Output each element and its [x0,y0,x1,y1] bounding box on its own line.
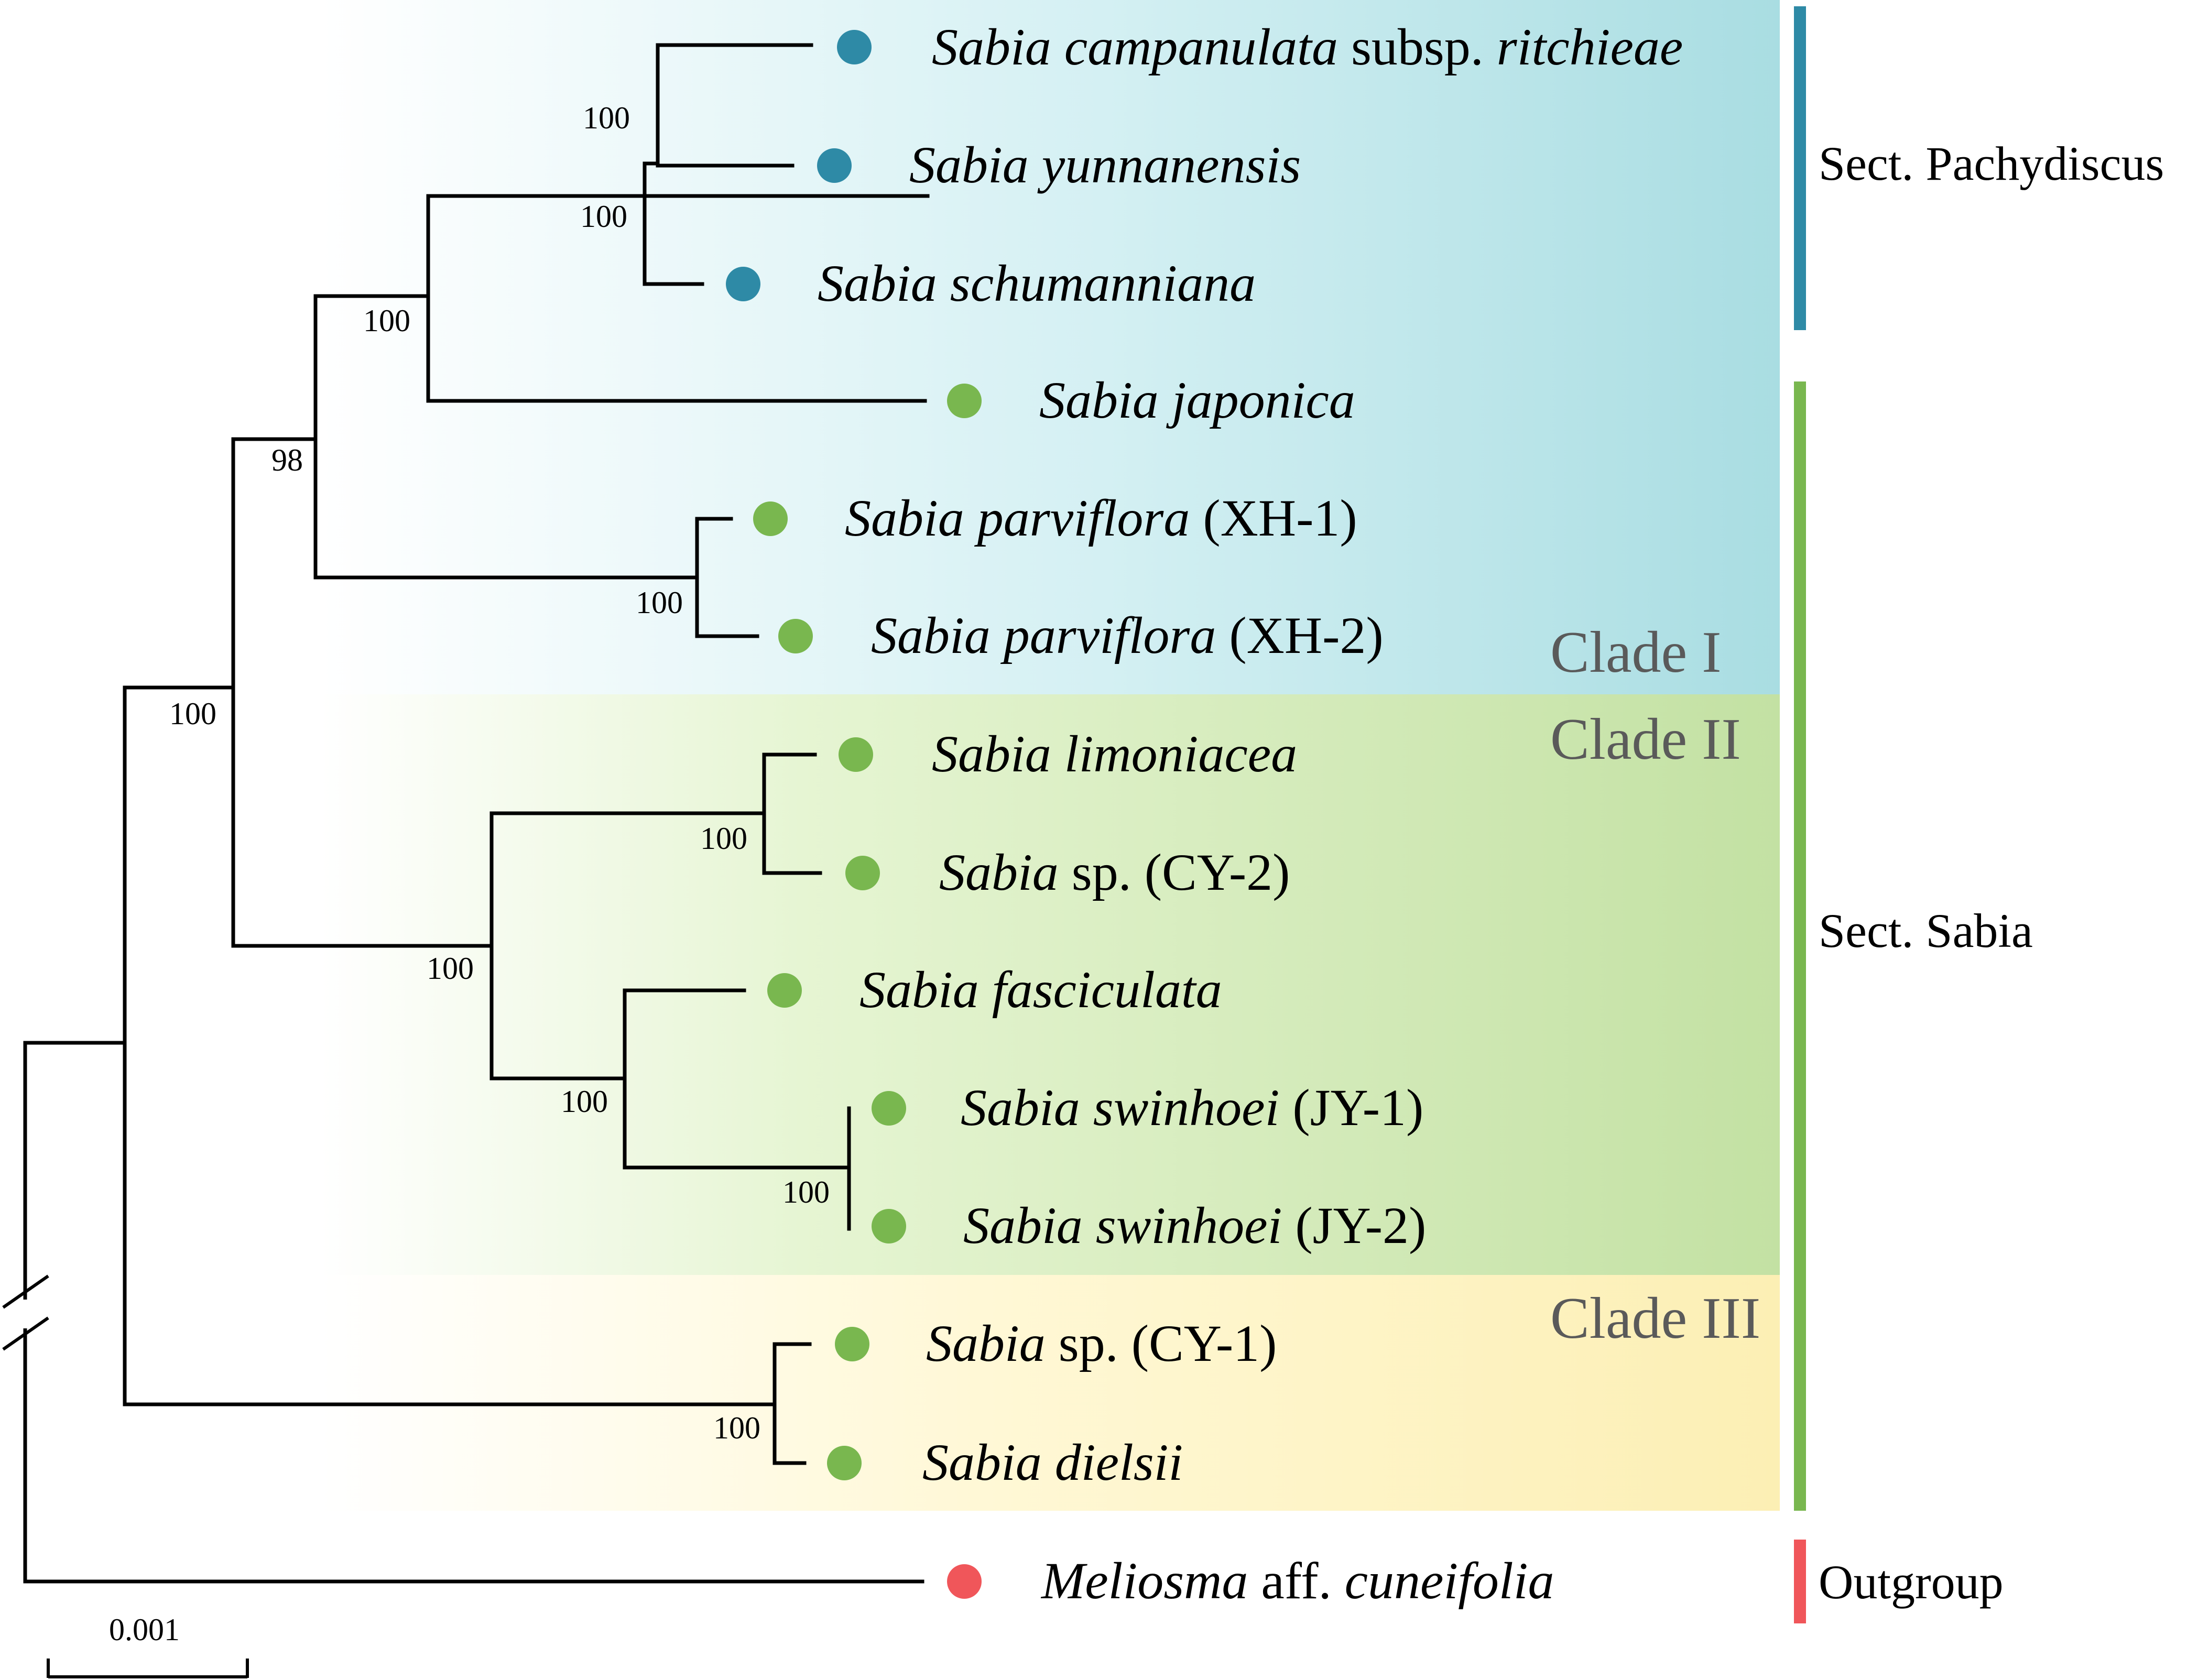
label-part: Sabia campanulata [932,18,1338,76]
support-values: 100 100 100 98 100 100 100 100 100 100 1… [169,101,830,1445]
label-part: (JY-2) [1282,1196,1426,1254]
scale-bar-label: 0.001 [109,1612,180,1647]
taxon-label: Sabia dielsii [922,1433,1183,1491]
section-bar-sabia [1794,381,1806,1511]
label-part: Sabia [1925,904,2032,957]
label-part: Sect. [1819,904,1925,957]
label-part: Sabia [926,1314,1046,1372]
taxon-marker [726,267,760,301]
taxon-label: Sabia japonica [1039,371,1355,429]
label-part: (JY-1) [1279,1078,1423,1137]
taxon-marker [839,737,873,772]
support-value: 100 [561,1084,608,1119]
label-part: Sabia yunnanensis [909,136,1301,194]
taxon-marker [947,1564,982,1599]
taxon-marker [827,1446,862,1480]
label-part: Pachydiscus [1925,137,2164,190]
taxon-marker [778,619,813,653]
taxon-label: Sabia parviflora (XH-2) [871,606,1384,664]
taxon-marker [817,148,852,183]
clade-ii-background [0,694,1780,1275]
section-bar-outgroup [1794,1540,1806,1623]
label-part: cuneifolia [1345,1552,1554,1610]
label-part: sp. (CY-1) [1046,1314,1277,1372]
label-part: sp. (CY-2) [1059,843,1290,901]
axis-break-icon [2,1274,49,1351]
label-part: subsp. [1338,18,1497,76]
label-part: Meliosma [1040,1552,1248,1610]
clade-iii-background [0,1275,1780,1511]
taxon-label: Sabia sp. (CY-2) [939,843,1290,901]
taxon-marker [845,856,880,890]
label-part: aff. [1248,1552,1344,1610]
support-value: 100 [782,1175,830,1209]
label-part: ritchieae [1497,18,1683,76]
label-part: Sabia dielsii [922,1433,1183,1491]
taxon-label: Sabia swinhoei (JY-2) [963,1196,1426,1254]
taxon-label: Sabia sp. (CY-1) [926,1314,1277,1372]
support-value: 100 [700,821,747,856]
clade-label: Clade I [1550,620,1722,685]
label-part: Sabia japonica [1039,371,1355,429]
support-value: 100 [580,199,627,234]
taxon-label: Meliosma aff. cuneifolia [1040,1552,1554,1610]
taxon-label: Sabia swinhoei (JY-1) [961,1078,1423,1137]
section-bar-pachydiscus [1794,6,1806,330]
section-label: Sect. Sabia [1819,904,2033,957]
clade-labels: Clade I Clade II Clade III [1550,620,1760,1351]
label-part: Sect. [1819,137,1925,190]
label-part: Sabia [939,843,1059,901]
support-value: 98 [271,443,303,477]
label-part: (XH-1) [1190,489,1357,547]
support-value: 100 [427,951,474,986]
taxon-marker [837,30,872,64]
tree-branches [23,43,930,1584]
support-value: 100 [363,303,410,338]
label-part: Sabia schumanniana [818,254,1256,312]
taxon-markers [726,30,982,1599]
section-bars [1794,6,1806,1623]
label-part: Sabia fasciculata [859,961,1222,1019]
taxon-label: Sabia yunnanensis [909,136,1301,194]
support-value: 100 [636,585,683,620]
label-part: Sabia parviflora [845,489,1190,547]
taxon-label: Sabia campanulata subsp. ritchieae [932,18,1683,76]
label-part: Outgroup [1819,1555,2004,1609]
taxon-labels: Sabia campanulata subsp. ritchieae Sabia… [818,18,1683,1610]
support-value: 100 [713,1411,760,1445]
taxon-marker [872,1091,906,1126]
section-label: Sect. Pachydiscus [1819,137,2164,190]
support-value: 100 [583,101,630,135]
taxon-marker [753,501,788,536]
taxon-label: Sabia fasciculata [859,961,1222,1019]
taxon-label: Sabia limoniacea [932,725,1297,783]
taxon-label: Sabia schumanniana [818,254,1256,312]
clade-label: Clade II [1550,707,1741,772]
clade-label: Clade III [1550,1286,1760,1351]
label-part: Sabia limoniacea [932,725,1297,783]
support-value: 100 [169,696,216,731]
clade-i-background [0,0,1780,694]
label-part: Sabia swinhoei [963,1196,1282,1254]
label-part: Sabia swinhoei [961,1078,1279,1137]
label-part: Sabia parviflora [871,606,1216,664]
taxon-marker [835,1327,869,1361]
section-labels: Sect. Pachydiscus Sect. Sabia Outgroup [1819,137,2164,1609]
taxon-marker [947,384,982,418]
scale-bar: 0.001 [47,1612,249,1678]
label-part: (XH-2) [1216,606,1383,664]
taxon-marker [767,973,802,1008]
taxon-marker [872,1209,906,1243]
section-label: Outgroup [1819,1555,2004,1609]
taxon-label: Sabia parviflora (XH-1) [845,489,1357,547]
